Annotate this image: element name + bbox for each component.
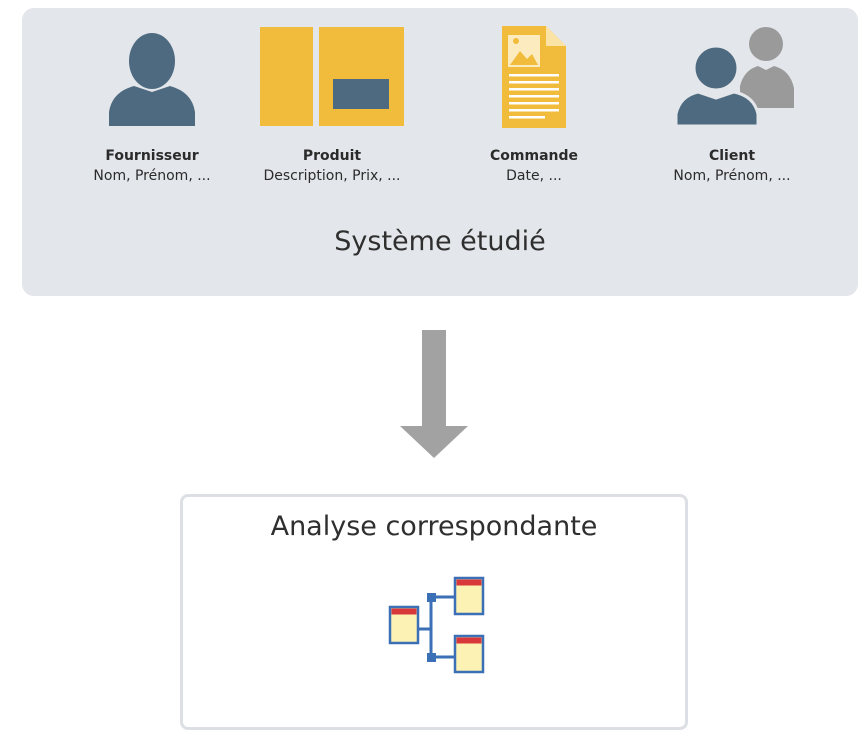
analysis-title: Analyse correspondante bbox=[270, 511, 598, 542]
database-schema-icon bbox=[385, 576, 485, 684]
entity-name: Fournisseur bbox=[105, 148, 199, 164]
entity-name: Produit bbox=[302, 148, 362, 164]
person-icon bbox=[107, 26, 197, 130]
analysis-box: Analyse correspondante bbox=[180, 494, 688, 730]
entity-name: Commande bbox=[490, 148, 578, 164]
system-panel: Fournisseur Nom, Prénom, ... Produit Des… bbox=[22, 8, 858, 296]
people-icon bbox=[670, 26, 794, 130]
document-icon bbox=[502, 26, 566, 132]
down-arrow-icon bbox=[398, 330, 470, 464]
entity-attributes: Nom, Prénom, ... bbox=[673, 168, 791, 184]
entity-attributes: Nom, Prénom, ... bbox=[93, 168, 211, 184]
entity-attributes: Date, ... bbox=[506, 168, 562, 184]
product-box-icon bbox=[260, 26, 404, 130]
entity-name: Client bbox=[708, 148, 756, 164]
entity-attributes: Description, Prix, ... bbox=[263, 168, 401, 184]
system-title: Système étudié bbox=[334, 226, 546, 257]
